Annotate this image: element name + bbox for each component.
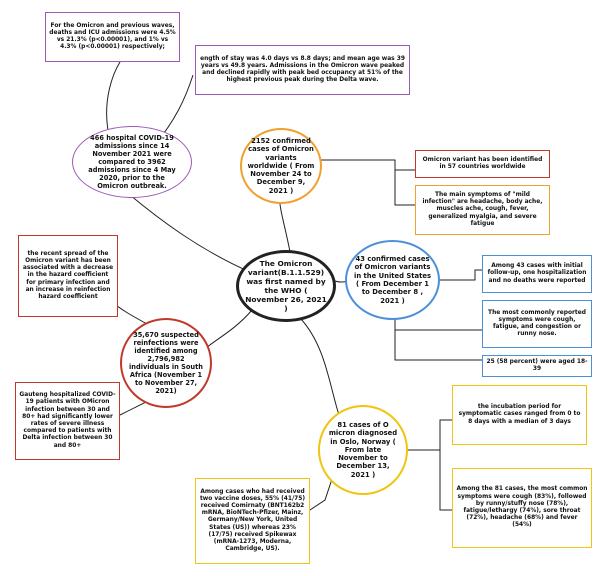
- link-center-hospital: [129, 194, 251, 273]
- oslo-vaccine-text: Among cases who had received two vaccine…: [199, 488, 306, 553]
- link-us-followup: [440, 269, 482, 281]
- oslo-incubation-text: the incubation period for symptomatic ca…: [458, 404, 581, 425]
- link-center-sa: [205, 309, 253, 349]
- hospital-stay-text: ength of stay was 4.0 days vs 8.8 days; …: [200, 55, 405, 84]
- oslo-vaccine-box: Among cases who had received two vaccine…: [195, 478, 310, 564]
- us-text: 43 confirmed cases of Omicron variants i…: [353, 255, 431, 305]
- link-us-age: [394, 330, 482, 361]
- sa-gauteng-text: Gauteng hospitalized COVID-19 patients w…: [19, 392, 116, 449]
- center-text: The Omicron variant(B.1.1.529) was first…: [245, 258, 327, 314]
- oslo-symptoms-box: Among the 81 cases, the most common symp…: [452, 468, 592, 548]
- oslo-text: 81 cases of O micron diagnosed in Oslo, …: [328, 421, 398, 479]
- oslo-incubation-box: the incubation period for symptomatic ca…: [452, 385, 587, 445]
- link-worldwide-symptoms: [394, 160, 415, 206]
- hospital-deaths-box: For the Omicron and previous waves, deat…: [45, 12, 180, 62]
- worldwide-symptoms-box: The main symptoms of "mild infection" ar…: [415, 185, 550, 235]
- hospital-text: 466 hospital COVID-19 admissions since 1…: [88, 133, 176, 191]
- center-node: The Omicron variant(B.1.1.529) was first…: [236, 250, 336, 322]
- worldwide-countries-box: Omicron variant has been identified in 5…: [415, 150, 550, 178]
- worldwide-symptoms-text: The main symptoms of "mild infection" ar…: [422, 191, 543, 227]
- us-age-text: 25 (58 percent) were aged 18-39: [486, 358, 588, 372]
- oslo-node: 81 cases of O micron diagnosed in Oslo, …: [318, 405, 408, 495]
- worldwide-node: 2152 confirmed cases of Omicron variants…: [240, 128, 322, 204]
- hospital-node: 466 hospital COVID-19 admissions since 1…: [72, 126, 192, 198]
- us-age-box: 25 (58 percent) were aged 18-39: [482, 355, 592, 377]
- us-followup-text: Among 43 cases with initial follow-up, o…: [487, 263, 587, 284]
- worldwide-countries-text: Omicron variant has been identified in 5…: [422, 156, 543, 170]
- link-oslo-symptoms: [439, 450, 452, 511]
- worldwide-text: 2152 confirmed cases of Omicron variants…: [247, 137, 315, 195]
- link-worldwide-countries: [318, 159, 415, 171]
- us-symptoms-text: The most commonly reported symptoms were…: [488, 309, 586, 338]
- sa-text: 35,670 suspected reinfections were ident…: [129, 330, 203, 396]
- sa-reinfection-box: the recent spread of the Omicron variant…: [18, 235, 118, 317]
- hospital-stay-box: ength of stay was 4.0 days vs 8.8 days; …: [195, 45, 410, 95]
- us-node: 43 confirmed cases of Omicron variants i…: [345, 240, 440, 320]
- sa-gauteng-box: Gauteng hospitalized COVID-19 patients w…: [15, 382, 120, 460]
- sa-node: 35,670 suspected reinfections were ident…: [120, 318, 212, 408]
- link-oslo-incubation: [405, 419, 452, 451]
- us-symptoms-box: The most commonly reported symptoms were…: [482, 300, 592, 348]
- hospital-deaths-text: For the Omicron and previous waves, deat…: [49, 22, 176, 51]
- oslo-symptoms-text: Among the 81 cases, the most common symp…: [456, 486, 588, 529]
- sa-reinfection-text: the recent spread of the Omicron variant…: [22, 250, 114, 300]
- us-followup-box: Among 43 cases with initial follow-up, o…: [482, 255, 592, 293]
